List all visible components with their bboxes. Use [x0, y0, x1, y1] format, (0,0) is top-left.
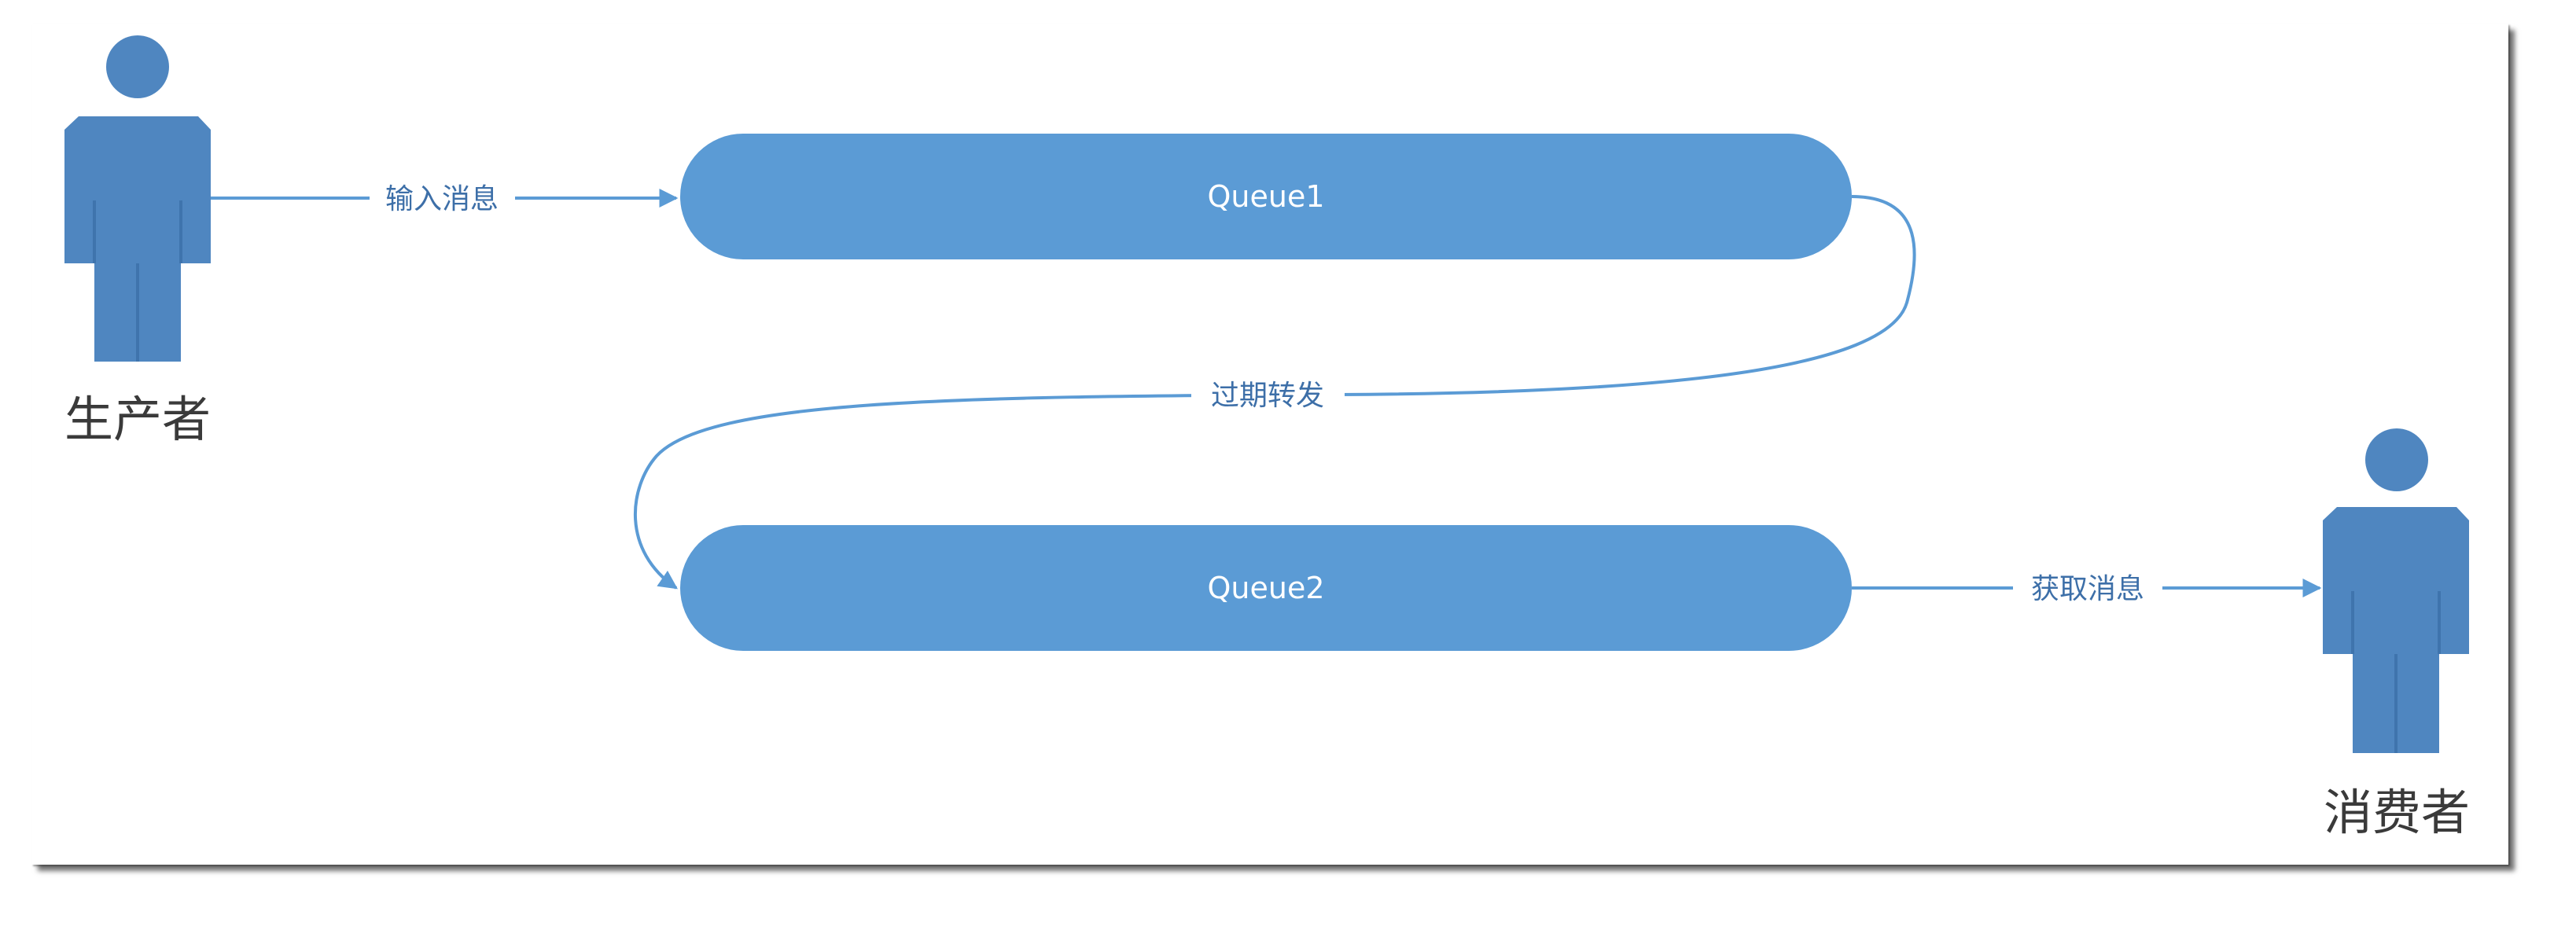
queue1-node: Queue1 [680, 134, 1852, 259]
edge-expire: 过期转发 [633, 195, 1916, 590]
queue1-label: Queue1 [1207, 179, 1324, 214]
consumer-actor: 消费者 [2323, 428, 2470, 841]
edge-input-label: 输入消息 [385, 183, 499, 215]
edge-expire-label: 过期转发 [1211, 380, 1324, 412]
edge-fetch-label: 获取消息 [2031, 573, 2144, 605]
producer-actor: 生产者 [64, 35, 211, 448]
queue2-node: Queue2 [680, 525, 1852, 651]
edge-fetch: 获取消息 [1852, 569, 2322, 607]
edge-input: 输入消息 [211, 179, 679, 217]
producer-person-icon [64, 35, 211, 362]
consumer-person-icon [2323, 428, 2469, 753]
consumer-label: 消费者 [2324, 784, 2470, 841]
producer-label: 生产者 [64, 391, 211, 448]
queue2-label: Queue2 [1207, 571, 1324, 605]
